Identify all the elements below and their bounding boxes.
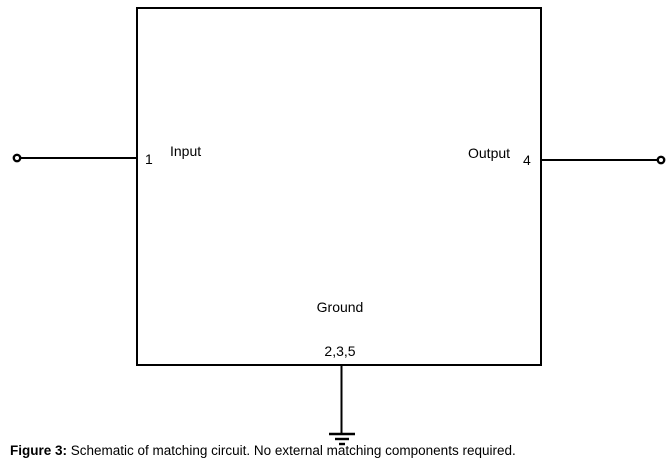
figure-caption-text: Schematic of matching circuit. No extern…: [67, 443, 516, 458]
output-pin-number: 4: [523, 152, 531, 168]
ground-pin-numbers: 2,3,5: [324, 343, 356, 359]
input-pin-number: 1: [145, 151, 153, 167]
circuit-block: [136, 7, 542, 366]
ground-label: Ground: [316, 299, 364, 315]
ground-icon: [329, 432, 355, 446]
output-label: Output: [468, 145, 511, 161]
input-terminal-icon: [12, 153, 22, 163]
input-label: Input: [170, 143, 202, 159]
figure-caption: Figure 3: Schematic of matching circuit.…: [10, 443, 516, 459]
output-terminal-icon: [656, 155, 666, 165]
figure-caption-label: Figure 3:: [10, 443, 68, 458]
